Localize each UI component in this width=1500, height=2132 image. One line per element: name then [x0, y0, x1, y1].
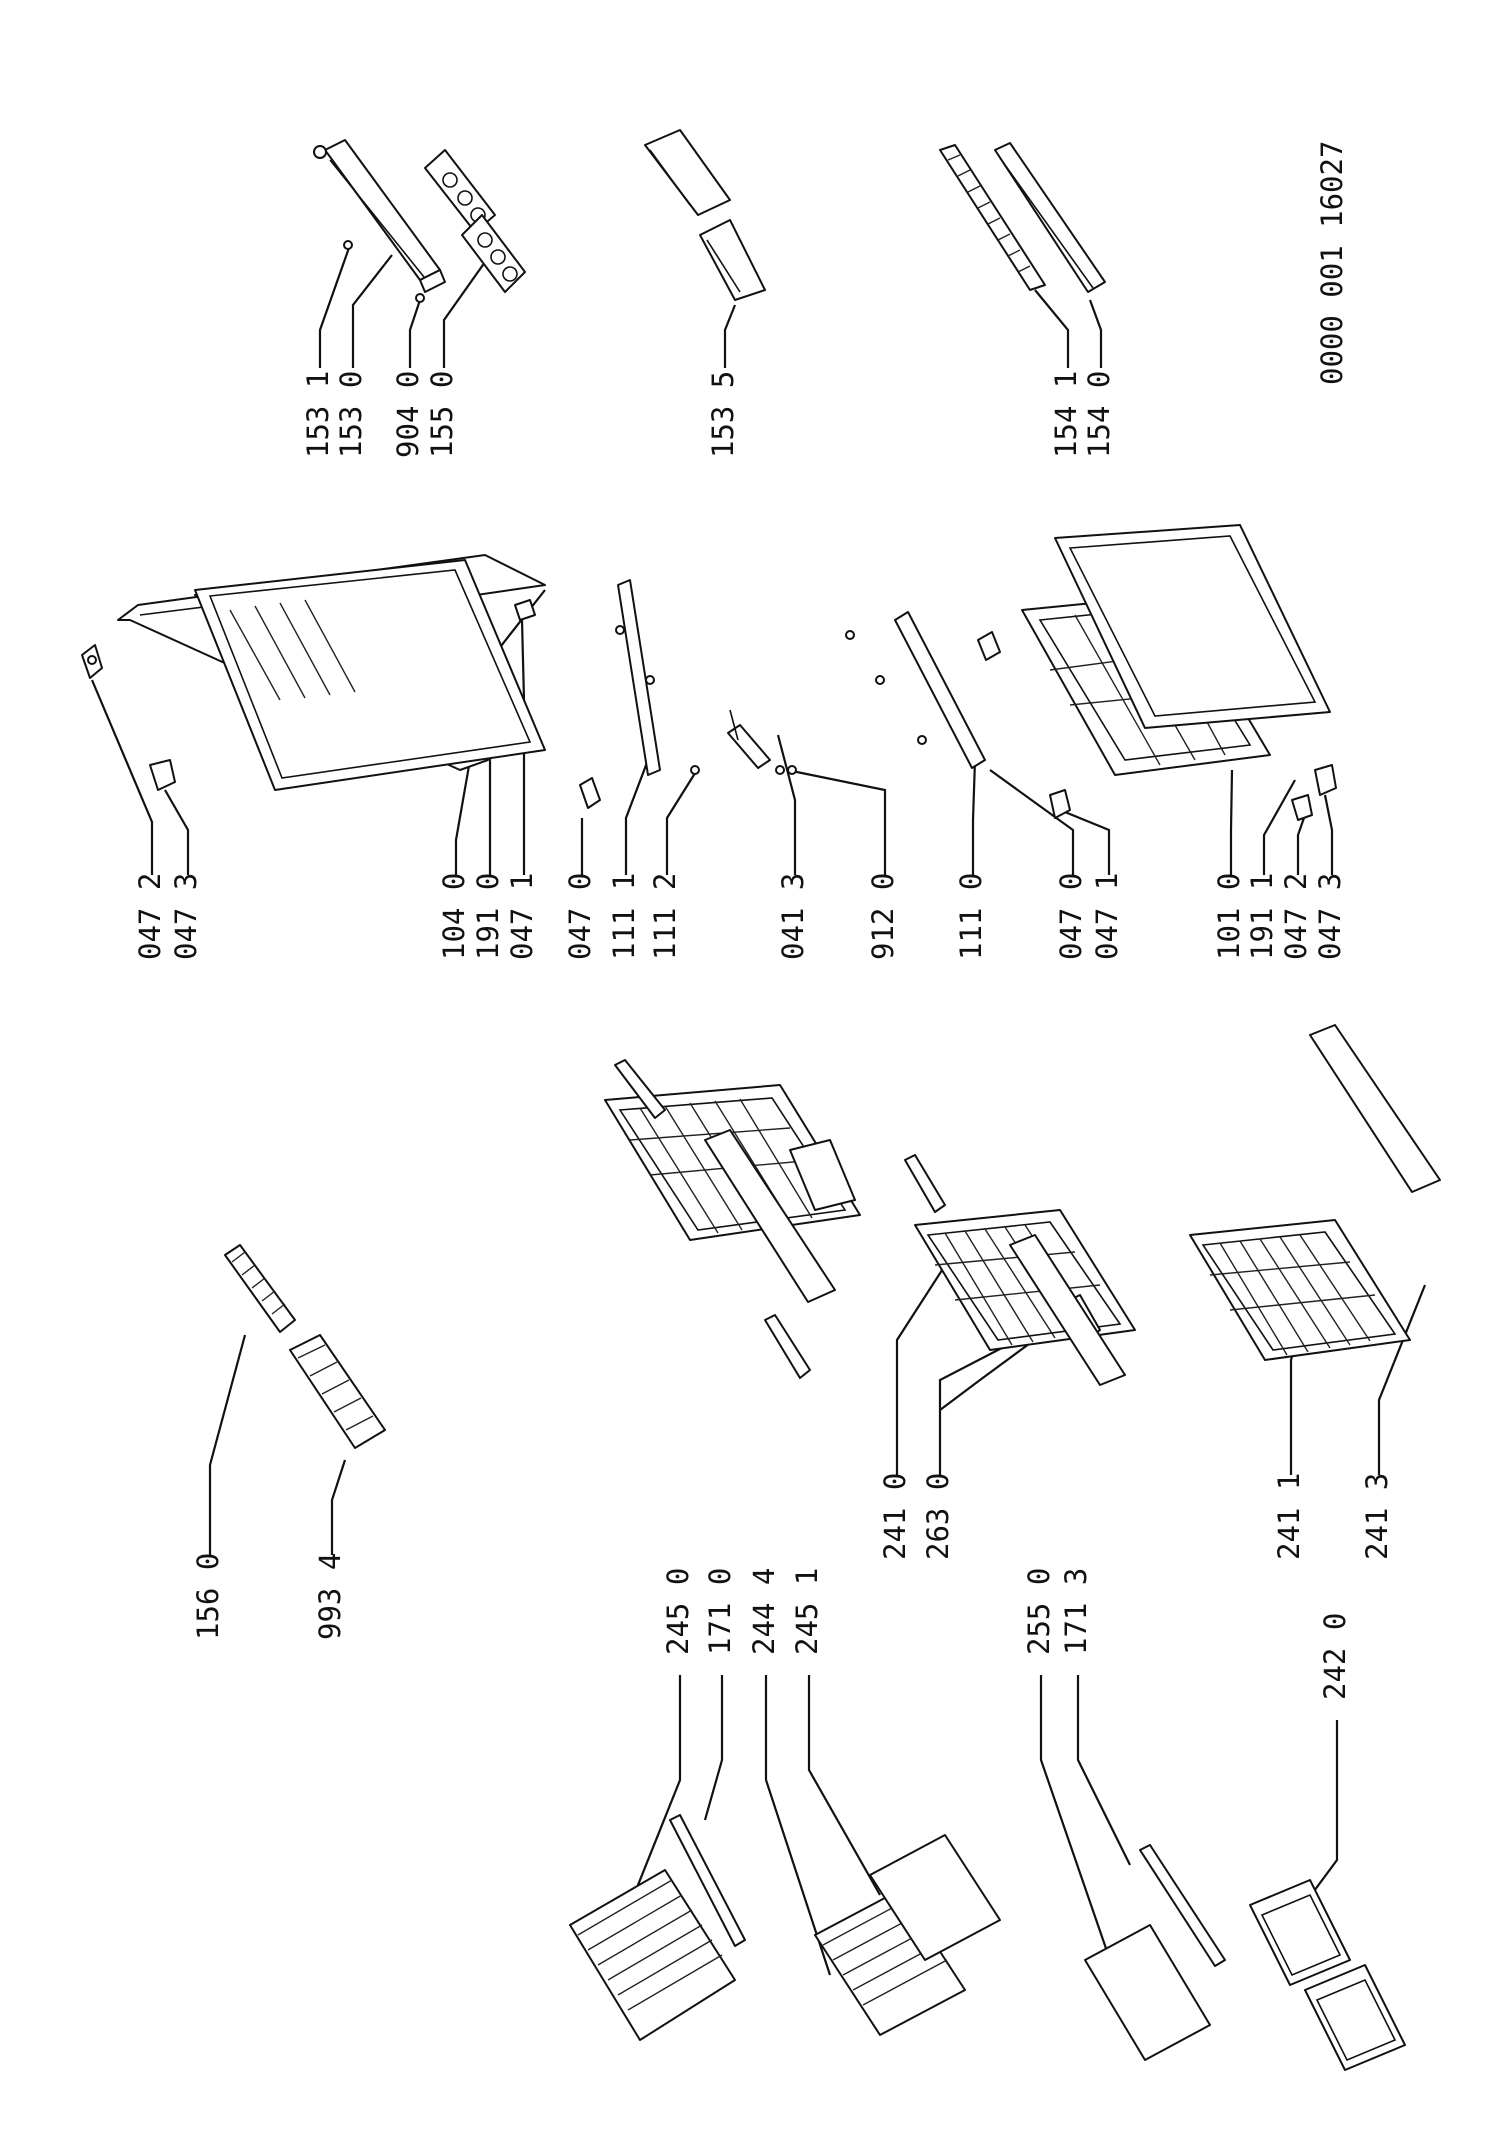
callout-047-2-low: 047 2 [1279, 873, 1313, 960]
callout-244-4: 244 4 [747, 1568, 781, 1655]
callout-047-0-mid: 047 0 [563, 873, 597, 960]
callout-labels: 0000 001 16027 153 1 153 0 904 0 155 0 1… [133, 141, 1394, 1700]
callout-191-0: 191 0 [471, 873, 505, 960]
part-hinge-047-1-mid [514, 599, 536, 621]
part-shelf-245-0 [569, 1869, 736, 2041]
part-shelf-245-1 [869, 1834, 1001, 1961]
callout-255-0: 255 0 [1022, 1568, 1056, 1655]
part-handle-111-0 [894, 611, 986, 769]
callout-111-1: 111 1 [607, 873, 641, 960]
part-handle-111-1 [617, 579, 661, 776]
callout-153-5: 153 5 [706, 371, 740, 458]
callout-111-0: 111 0 [954, 873, 988, 960]
part-egg-tray-155-0 [424, 149, 526, 293]
callout-263-0: 263 0 [921, 1473, 955, 1560]
part-plugs-111-2 [615, 625, 700, 775]
part-hinge-047-1-low [1049, 789, 1071, 819]
part-hinge-047-2-top [81, 644, 103, 679]
part-crisper-242-0 [1249, 1879, 1406, 2071]
callout-047-3-low: 047 3 [1313, 873, 1347, 960]
callout-904-0: 904 0 [391, 371, 425, 458]
callout-047-0-low: 047 0 [1054, 873, 1088, 960]
callout-154-1: 154 1 [1049, 371, 1083, 458]
callout-242-0: 242 0 [1318, 1613, 1352, 1700]
part-hinge-047-0-low [977, 631, 1001, 661]
part-basket-front-upper [704, 1129, 836, 1303]
callout-111-2: 111 2 [648, 873, 682, 960]
part-dairy-box-153-5 [644, 129, 766, 301]
part-screw-153-1 [313, 145, 353, 250]
callout-156-0: 156 0 [191, 1553, 225, 1640]
callout-171-0: 171 0 [703, 1568, 737, 1655]
callout-041-3: 041 3 [776, 873, 810, 960]
callout-047-2-top: 047 2 [133, 873, 167, 960]
part-screw-912-0 [787, 630, 927, 775]
callout-993-4: 993 4 [313, 1553, 347, 1640]
callout-047-3-top: 047 3 [169, 873, 203, 960]
part-gasket-191-1 [1054, 524, 1331, 729]
part-basket-front-241-3 [1309, 1024, 1441, 1193]
callout-241-0: 241 0 [878, 1473, 912, 1560]
part-rail-upper [614, 1059, 811, 1379]
part-hinge-047-0-mid [579, 777, 601, 809]
part-basket-front-241-0 [1009, 1234, 1126, 1386]
callout-047-1-mid: 047 1 [505, 873, 539, 960]
part-hinge-047-3-low [1314, 764, 1337, 796]
callout-245-1: 245 1 [790, 1568, 824, 1655]
part-glass-shelf-255-0 [1084, 1924, 1211, 2061]
part-gasket-191-0 [194, 559, 546, 791]
callout-241-1: 241 1 [1272, 1473, 1306, 1560]
callout-153-0: 153 0 [334, 371, 368, 458]
part-ice-tray-993-4 [289, 1334, 386, 1449]
part-shelf-154-0 [994, 142, 1106, 293]
callout-153-1: 153 1 [301, 371, 335, 458]
part-door-shelf-153-0 [324, 139, 446, 293]
part-strip-171-0 [669, 1814, 746, 1947]
part-hinge-047-2-low [1291, 794, 1313, 821]
callout-912-0: 912 0 [866, 873, 900, 960]
callout-101-0: 101 0 [1212, 873, 1246, 960]
callout-241-3: 241 3 [1360, 1473, 1394, 1560]
callout-245-0: 245 0 [661, 1568, 695, 1655]
part-basket-241-1 [1189, 1219, 1411, 1361]
part-basket-241-0 [914, 1209, 1136, 1351]
callout-154-0: 154 0 [1082, 371, 1116, 458]
part-strip-171-3 [1139, 1844, 1226, 1967]
callout-171-3: 171 3 [1059, 1568, 1093, 1655]
callout-104-0: 104 0 [437, 873, 471, 960]
callout-047-1-low: 047 1 [1090, 873, 1124, 960]
part-clip-904-0 [415, 293, 425, 303]
part-hinge-047-3-top [149, 759, 176, 791]
part-ice-tray-156-0 [224, 1244, 296, 1333]
part-strip-154-1 [939, 144, 1046, 291]
callout-155-0: 155 0 [425, 371, 459, 458]
drawing-code: 0000 001 16027 [1315, 141, 1349, 385]
callout-191-1: 191 1 [1245, 873, 1279, 960]
part-thermostat-041-3 [727, 709, 785, 775]
part-shelf-244-4 [814, 1889, 966, 2036]
